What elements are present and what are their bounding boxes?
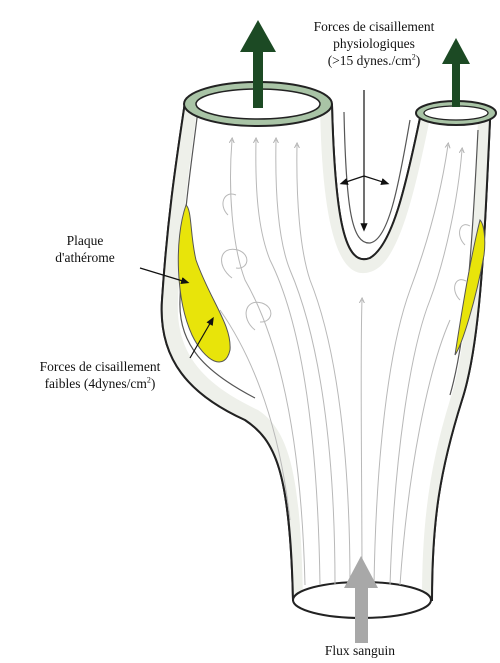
high-shear-label-line1: Forces de cisaillement bbox=[268, 18, 480, 35]
plaque-label-line1: Plaque bbox=[30, 232, 140, 249]
blood-flow-label: Flux sanguin bbox=[290, 642, 430, 659]
high-shear-label-line2: physiologiques bbox=[268, 35, 480, 52]
low-shear-label-line2: faibles (4dynes/cm2) bbox=[0, 375, 200, 392]
low-shear-label: Forces de cisaillement faibles (4dynes/c… bbox=[0, 358, 200, 392]
high-shear-label: Forces de cisaillement physiologiques (>… bbox=[268, 18, 480, 69]
plaque-label: Plaque d'athérome bbox=[30, 232, 140, 266]
plaque-label-line2: d'athérome bbox=[30, 249, 140, 266]
high-shear-label-line3: (>15 dynes./cm2) bbox=[268, 52, 480, 69]
low-shear-label-line1: Forces de cisaillement bbox=[0, 358, 200, 375]
